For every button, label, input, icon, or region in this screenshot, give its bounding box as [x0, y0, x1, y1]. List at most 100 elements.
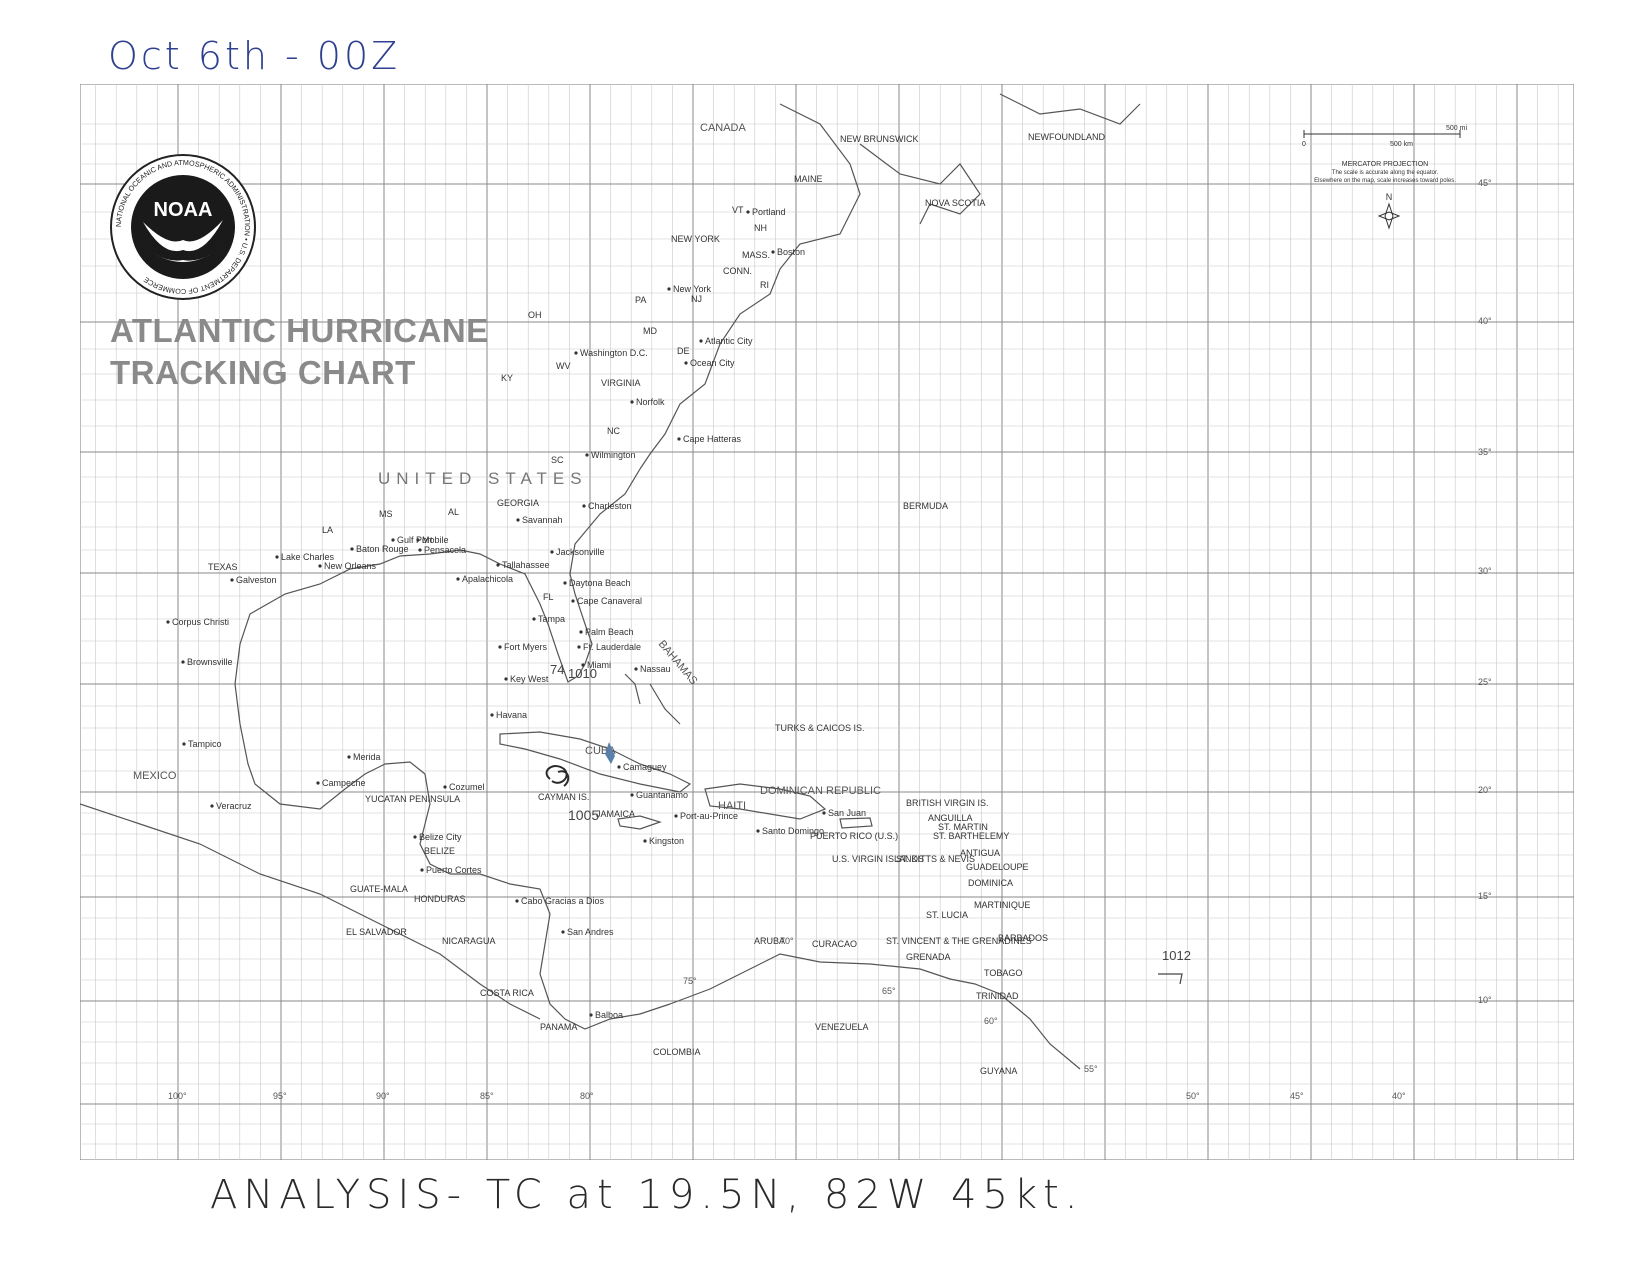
city-norfolk: Norfolk	[636, 397, 665, 407]
label-colombia: COLOMBIA	[653, 1047, 701, 1057]
label-haiti: HAITI	[718, 800, 746, 812]
city-balboa: Balboa	[595, 1010, 623, 1020]
lon-label-60: 60°	[984, 1016, 998, 1026]
state-ms: MS	[379, 509, 393, 519]
label-newfoundland: NEWFOUNDLAND	[1028, 132, 1106, 142]
coast-maritimes	[859, 143, 981, 225]
label-st-kitts: ST. KITTS & NEVIS	[896, 854, 975, 864]
coast-mexico-gulf	[239, 723, 451, 875]
city-guantanamo: Guantanamo	[636, 790, 688, 800]
city-dot	[674, 814, 678, 818]
city-dot	[515, 899, 519, 903]
city-dot	[420, 868, 424, 872]
city-gulf-port: Gulf Port	[397, 535, 433, 545]
compass-rose-icon	[1384, 202, 1394, 230]
city-labels: Portland Boston New York Atlantic City W…	[172, 207, 866, 1020]
label-antigua: ANTIGUA	[960, 848, 1000, 858]
label-panama: PANAMA	[540, 1022, 577, 1032]
map-border	[79, 83, 1575, 1161]
coast-pacific	[79, 803, 541, 1020]
city-dot	[677, 437, 681, 441]
city-baton-rouge: Baton Rouge	[356, 544, 409, 554]
coast-southeast	[569, 468, 641, 665]
city-dot	[391, 538, 395, 542]
lon-label-90: 90°	[376, 1091, 390, 1101]
city-apalachicola: Apalachicola	[462, 574, 513, 584]
pressure-tick-east	[1158, 973, 1183, 985]
city-dot	[418, 548, 422, 552]
city-dot	[561, 930, 565, 934]
city-dots	[166, 210, 826, 1017]
city-dot	[617, 765, 621, 769]
city-key-west: Key West	[510, 674, 549, 684]
city-dot	[532, 617, 536, 621]
city-dot	[181, 660, 185, 664]
city-washington: Washington D.C.	[580, 348, 648, 358]
label-puerto-rico: PUERTO RICO (U.S.)	[810, 831, 898, 841]
label-guyana: GUYANA	[980, 1066, 1017, 1076]
city-tallahassee: Tallahassee	[502, 560, 550, 570]
state-nc: NC	[607, 426, 620, 436]
city-ft-lauderdale: Ft. Lauderdale	[583, 642, 641, 652]
compass-n-label: N	[1386, 192, 1393, 202]
city-dot	[667, 287, 671, 291]
label-cayman: CAYMAN IS.	[538, 792, 589, 802]
city-cape-canaveral: Cape Canaveral	[577, 596, 642, 606]
coast-newfoundland	[999, 93, 1141, 125]
label-guadeloupe: GUADELOUPE	[966, 862, 1029, 872]
state-fl: FL	[543, 592, 554, 602]
label-nicaragua: NICARAGUA	[442, 936, 496, 946]
city-dot	[318, 564, 322, 568]
state-al: AL	[448, 507, 459, 517]
city-dot	[316, 781, 320, 785]
coast-bahamas	[624, 673, 681, 725]
city-miami: Miami	[587, 660, 611, 670]
state-nh: NH	[754, 223, 767, 233]
lat-label-30: 30°	[1478, 566, 1492, 576]
city-daytona: Daytona Beach	[569, 578, 631, 588]
label-honduras: HONDURAS	[414, 894, 466, 904]
city-dot	[347, 755, 351, 759]
storm-annotations: 1005 74 1010 1012	[545, 662, 1191, 985]
city-dot	[585, 453, 589, 457]
projection-line-3: Elsewhere on the map, scale increases to…	[1314, 178, 1456, 184]
city-dot	[350, 547, 354, 551]
lat-label-45: 45°	[1478, 178, 1492, 188]
city-camaguey: Camaguey	[623, 762, 667, 772]
scale-bar-svg: 0 500 km 500 mi MERCATOR PROJECTION The …	[1302, 125, 1467, 230]
handwritten-date-note: Oct 6th - 00Z	[108, 34, 401, 78]
label-texas: TEXAS	[208, 562, 238, 572]
city-dot	[210, 804, 214, 808]
label-canada: CANADA	[700, 122, 747, 134]
coast-puerto-rico	[839, 817, 873, 829]
state-ri: RI	[760, 280, 769, 290]
lon-label-40: 40°	[1392, 1091, 1406, 1101]
city-ocean-city: Ocean City	[690, 358, 735, 368]
city-tampa: Tampa	[538, 614, 565, 624]
city-dot	[574, 351, 578, 355]
scale-mid-label: 500 km	[1390, 141, 1413, 148]
label-turks-caicos: TURKS & CAICOS IS.	[775, 723, 865, 733]
projection-legend: 0 500 km 500 mi MERCATOR PROJECTION The …	[1300, 124, 1470, 239]
lon-label-95: 95°	[273, 1091, 287, 1101]
lon-label-80: 80°	[580, 1091, 594, 1101]
lon-label-75: 75°	[683, 976, 697, 986]
city-boston: Boston	[777, 247, 805, 257]
city-dot	[634, 667, 638, 671]
title-line-2: TRACKING CHART	[110, 354, 416, 391]
tropical-storm-symbol	[545, 765, 570, 787]
lat-label-15: 15°	[1478, 891, 1492, 901]
city-dot	[746, 210, 750, 214]
state-oh: OH	[528, 310, 542, 320]
storm-pressure-note: 1005	[568, 807, 599, 823]
lat-label-10: 10°	[1478, 995, 1492, 1005]
bird-icon	[143, 220, 223, 252]
city-cape-hatteras: Cape Hatteras	[683, 434, 742, 444]
storm-near-keywest-a: 74	[550, 662, 564, 677]
city-mobile: Mobile	[422, 535, 449, 545]
label-st-martin: ST. MARTIN	[938, 822, 988, 832]
city-dot	[579, 630, 583, 634]
lon-label-85: 85°	[480, 1091, 494, 1101]
label-tobago: TOBAGO	[984, 968, 1022, 978]
scale-left-label: 0	[1302, 141, 1306, 148]
